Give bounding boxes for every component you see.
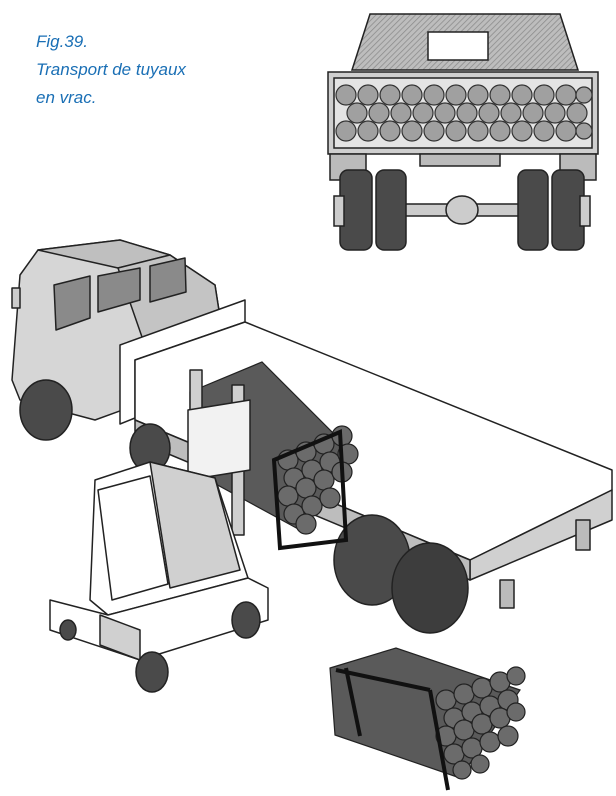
forklift [49,369,269,693]
pipe-bundle-ground [329,647,526,791]
figure-caption: Fig.39. Transport de tuyaux en vrac. [36,28,296,112]
truck-rear-view [327,13,599,251]
rear-pipe-stack [335,84,593,142]
rear-wheels [339,169,585,251]
caption-figure-number: Fig.39. [36,32,88,51]
caption-title-line1: Transport de tuyaux [36,60,186,79]
caption-title-line2: en vrac. [36,88,97,107]
